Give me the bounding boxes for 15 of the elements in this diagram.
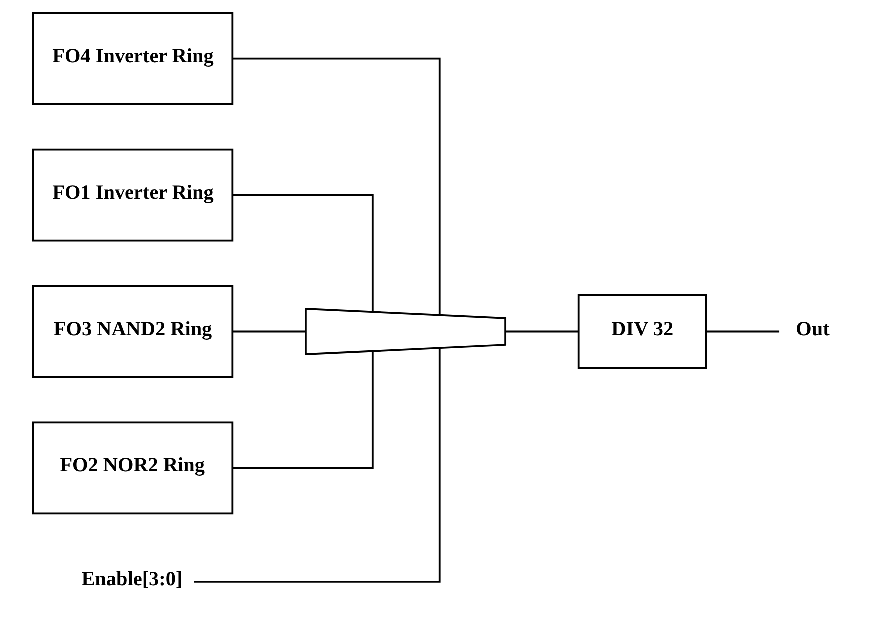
node-trapezoid: [305, 308, 507, 356]
node-text: Enable[3:0]: [82, 568, 183, 590]
connector: [232, 330, 306, 333]
connector: [506, 330, 579, 333]
node-box: FO1 Inverter Ring: [32, 148, 234, 242]
node-box: FO3 NAND2 Ring: [32, 285, 234, 378]
node-box: FO2 NOR2 Ring: [32, 422, 234, 515]
node-box: FO4 Inverter Ring: [32, 12, 234, 106]
connector: [194, 348, 441, 583]
connector: [232, 58, 441, 316]
connector: [706, 330, 780, 333]
connector: [232, 352, 374, 470]
node-text: Out: [796, 318, 830, 340]
node-box: DIV 32: [578, 294, 708, 370]
connector: [232, 194, 374, 312]
